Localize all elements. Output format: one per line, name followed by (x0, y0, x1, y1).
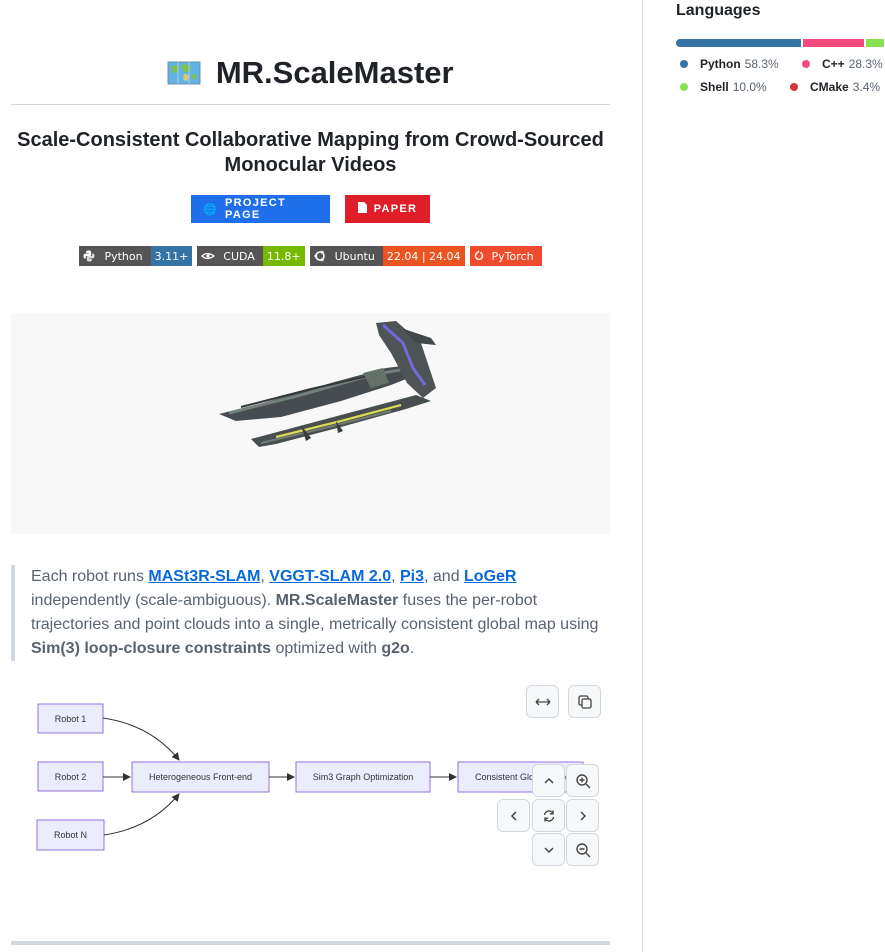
node-robot-n: Robot N (53, 830, 88, 840)
chevron-right-icon[interactable] (566, 799, 599, 832)
nvidia-icon (201, 252, 216, 260)
subtitle-line-1: Scale-Consistent Collaborative Mapping f… (17, 129, 604, 151)
quote-text: , (391, 568, 400, 585)
paper-label: PAPER (373, 203, 418, 215)
quote-text: Each robot runs (31, 568, 149, 585)
ubuntu-badge-label: Ubuntu (334, 249, 375, 263)
language-name: Python (700, 57, 741, 71)
python-badge-label: Python (104, 249, 143, 263)
pytorch-icon (474, 250, 483, 261)
mermaid-diagram: Robot 1 Robot 2 Robot N Heterogeneous Fr… (11, 680, 610, 910)
node-frontend: Heterogeneous Front-end (148, 772, 253, 782)
quote-bold-constraints: Sim(3) loop-closure constraints (31, 640, 272, 657)
language-dot (680, 60, 688, 68)
description-quote: Each robot runs MASt3R-SLAM, VGGT-SLAM 2… (11, 565, 610, 661)
pytorch-badge-label: PyTorch (491, 249, 534, 263)
badge-row: Python 3.11+ CUDA 11.8+ Ubuntu 22.04 | 2… (11, 246, 610, 266)
document-icon (357, 202, 367, 216)
zoom-in-icon[interactable] (566, 764, 599, 797)
language-name: CMake (810, 80, 849, 94)
readme-title-row: MR.ScaleMaster (11, 55, 610, 91)
loger-link[interactable]: LoGeR (464, 568, 517, 585)
language-dot (802, 60, 810, 68)
reset-icon[interactable] (532, 799, 565, 832)
node-sim3: Sim3 Graph Optimization (312, 772, 414, 782)
link-buttons: 🌐 PROJECT PAGE PAPER (11, 195, 610, 223)
chevron-left-icon[interactable] (497, 799, 530, 832)
subtitle-line-2: Monocular Videos (224, 154, 397, 176)
python-icon (83, 250, 95, 262)
language-dot (790, 83, 798, 91)
quote-bold-name: MR.ScaleMaster (275, 592, 399, 609)
quote-text: . (409, 640, 415, 657)
python-badge[interactable]: Python 3.11+ (79, 246, 193, 266)
language-bar-python (676, 39, 801, 47)
project-page-label: PROJECT PAGE (225, 197, 287, 221)
readme-subtitle: Scale-Consistent Collaborative Mapping f… (11, 128, 610, 178)
ubuntu-badge[interactable]: Ubuntu 22.04 | 24.04 (309, 246, 465, 266)
node-robot-2: Robot 2 (54, 771, 87, 782)
vggt-slam-link[interactable]: VGGT-SLAM 2.0 (269, 568, 392, 585)
quote-text: , and (424, 568, 465, 585)
quote-text: fuses the per-robot trajectories and poi… (31, 592, 599, 633)
language-cmake[interactable]: CMake 3.4% (790, 80, 880, 94)
point-cloud-image (11, 313, 610, 534)
language-cpp[interactable]: C++ 28.3% (802, 57, 883, 71)
pytorch-badge[interactable]: PyTorch (469, 246, 542, 266)
languages-bar (676, 39, 885, 47)
quote-text: optimized with (271, 640, 382, 657)
language-percent: 58.3% (744, 57, 779, 71)
node-robot-1: Robot 1 (54, 713, 87, 724)
project-page-button[interactable]: 🌐 PROJECT PAGE (191, 195, 330, 223)
globe-icon: 🌐 (203, 203, 218, 216)
language-percent: 28.3% (848, 57, 883, 71)
node-consistent-map: Consistent Global Map (474, 772, 567, 782)
repo-sidebar: Languages Python 58.3% C++ 28.3% Shell 1… (642, 0, 885, 952)
language-percent: 3.4% (852, 80, 881, 94)
language-dot (680, 83, 688, 91)
zoom-out-icon[interactable] (566, 833, 599, 866)
language-name: C++ (822, 57, 845, 71)
cuda-badge[interactable]: CUDA 11.8+ (197, 246, 305, 266)
language-name: Shell (700, 80, 729, 94)
title-divider (11, 104, 610, 105)
chevron-up-icon[interactable] (532, 764, 565, 797)
page-title: MR.ScaleMaster (215, 55, 454, 90)
copy-icon[interactable] (568, 685, 601, 718)
language-python[interactable]: Python 58.3% (680, 57, 779, 71)
expand-icon[interactable] (526, 685, 559, 718)
language-percent: 10.0% (732, 80, 767, 94)
language-bar-cpp (802, 39, 865, 47)
ubuntu-icon (313, 250, 325, 262)
mast3r-slam-link[interactable]: MASt3R-SLAM (148, 568, 261, 585)
language-shell[interactable]: Shell 10.0% (680, 80, 767, 94)
world-map-icon (167, 61, 201, 85)
chevron-down-icon[interactable] (532, 833, 565, 866)
language-bar-shell (866, 39, 884, 47)
cuda-badge-label: CUDA (223, 249, 255, 263)
cuda-badge-value: 11.8+ (262, 246, 305, 266)
quote-text: , (260, 568, 270, 585)
readme-content: MR.ScaleMaster Scale-Consistent Collabor… (11, 0, 610, 952)
pi3-link[interactable]: Pi3 (399, 568, 424, 585)
languages-heading: Languages (676, 2, 761, 19)
ubuntu-badge-value: 22.04 | 24.04 (382, 246, 465, 266)
python-badge-value: 3.11+ (150, 246, 193, 266)
quote-bold-g2o: g2o (381, 640, 410, 657)
quote-text: independently (scale-ambiguous). (31, 592, 276, 609)
section-divider (11, 941, 610, 945)
paper-button[interactable]: PAPER (345, 195, 430, 223)
